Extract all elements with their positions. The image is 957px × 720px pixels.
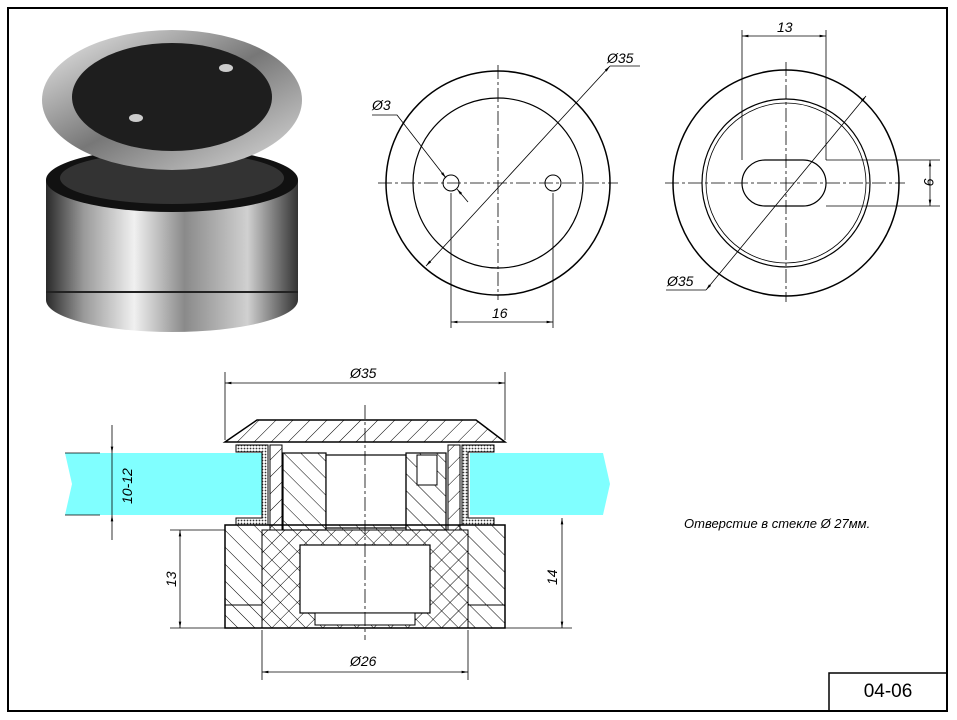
screw-hole-icon	[219, 64, 233, 72]
bottom-view	[665, 30, 940, 302]
slot-width-label: 9	[921, 178, 937, 186]
section-inner-diameter-label: Ø26	[349, 653, 377, 669]
glass-hole-note: Отверстие в стекле Ø 27мм.	[684, 516, 871, 531]
glass-left	[65, 453, 265, 515]
hole-diameter-label: Ø3	[371, 97, 391, 113]
bottom-outer-diameter-label: Ø35	[666, 273, 694, 289]
section-outer-diameter-label: Ø35	[349, 365, 377, 381]
drawing-code: 04-06	[863, 681, 913, 702]
title-block	[828, 672, 948, 712]
lower-height-left-label: 13	[163, 571, 179, 587]
product-photo	[42, 30, 302, 332]
hole-spacing-label: 16	[492, 305, 508, 321]
slot-length-label: 13	[777, 19, 793, 35]
top-outer-diameter-label: Ø35	[606, 50, 634, 66]
top-view	[372, 65, 640, 328]
glass-thickness-label: 10-12	[119, 468, 135, 504]
section-view	[65, 372, 610, 680]
screw-hole-icon	[129, 114, 143, 122]
sheet-frame	[7, 7, 948, 712]
lower-height-right-label: 14	[544, 569, 560, 585]
glass-right	[470, 453, 610, 515]
